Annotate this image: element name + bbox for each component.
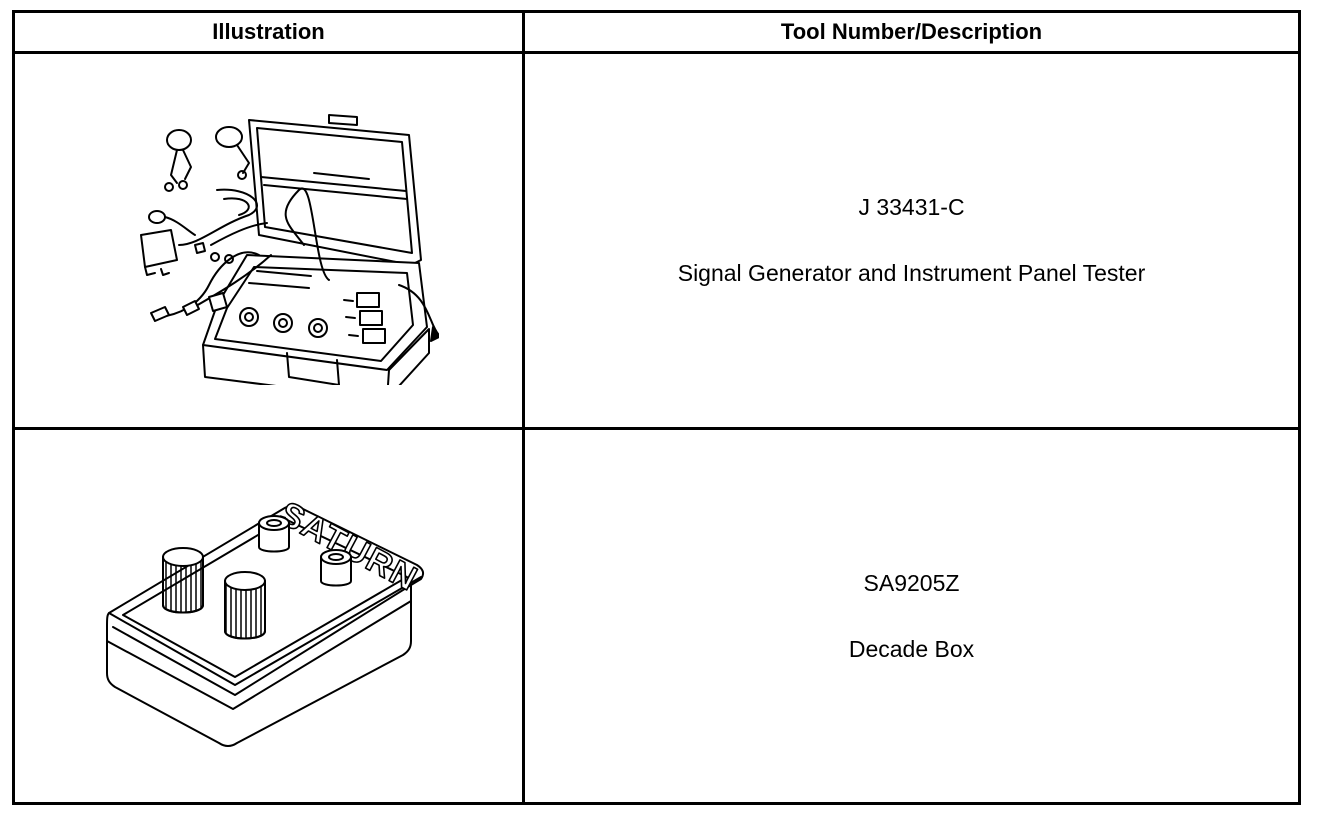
table-row: J 33431-C Signal Generator and Instrumen… <box>12 51 1301 430</box>
illustration-header: Illustration <box>12 10 525 54</box>
tool-number: J 33431-C <box>858 194 965 221</box>
tool-description-cell: SA9205Z Decade Box <box>522 426 1301 805</box>
table-header-row: Illustration Tool Number/Description <box>12 10 1301 54</box>
tool-description: Decade Box <box>848 635 975 662</box>
tool-description-header: Tool Number/Description <box>522 10 1301 54</box>
table-row: SATURN <box>12 426 1301 805</box>
special-tools-table: Illustration Tool Number/Description <box>12 10 1301 805</box>
illustration-cell: SATURN <box>12 426 525 805</box>
tool-description: Signal Generator and Instrument Panel Te… <box>677 260 1146 287</box>
signal-generator-case-icon <box>139 114 439 386</box>
decade-box-icon: SATURN <box>105 493 425 747</box>
tool-description-cell: J 33431-C Signal Generator and Instrumen… <box>522 51 1301 430</box>
illustration-cell <box>12 51 525 430</box>
tool-number: SA9205Z <box>863 569 960 596</box>
